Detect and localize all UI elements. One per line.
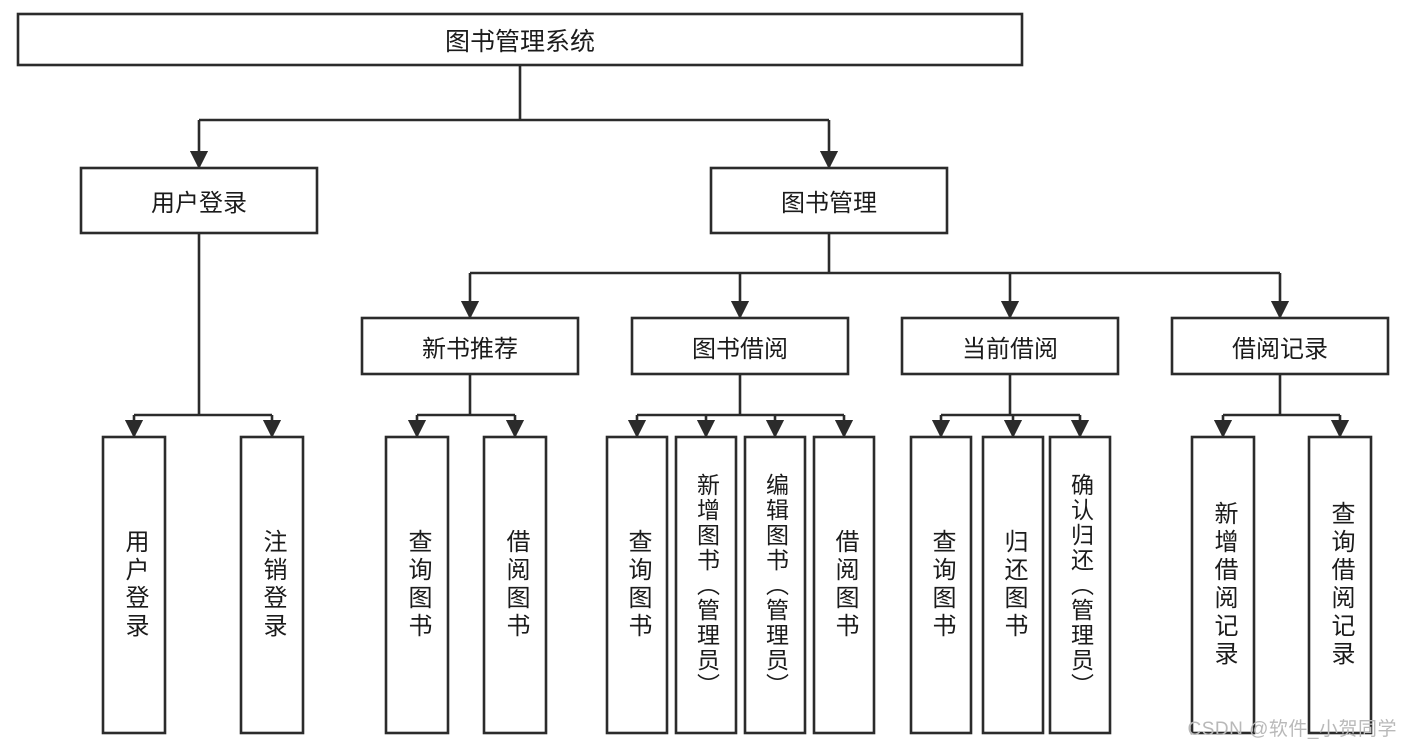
node-box-leaf-borrow-book-2[interactable]: [812, 435, 876, 735]
node-box-leaf-add-record[interactable]: [1190, 435, 1256, 735]
node-box-leaf-borrow-book-1[interactable]: [482, 435, 548, 735]
node-box-leaf-edit-book[interactable]: [743, 435, 807, 735]
node-box-leaf-query-book-2[interactable]: [605, 435, 669, 735]
node-box-book-borrow[interactable]: [630, 316, 850, 376]
node-box-leaf-confirm-return[interactable]: [1048, 435, 1112, 735]
node-box-borrow-record[interactable]: [1170, 316, 1390, 376]
node-box-leaf-add-book[interactable]: [674, 435, 738, 735]
node-box-leaf-query-record[interactable]: [1307, 435, 1373, 735]
node-box-leaf-return-book[interactable]: [981, 435, 1045, 735]
node-box-root[interactable]: [16, 12, 1024, 67]
node-box-new-book-recommend[interactable]: [360, 316, 580, 376]
node-box-leaf-user-logout[interactable]: [239, 435, 305, 735]
node-box-current-borrow[interactable]: [900, 316, 1120, 376]
node-box-user-login[interactable]: [79, 166, 319, 235]
node-boxes: [16, 12, 1390, 735]
watermark-text: CSDN @软件_小贺同学: [1187, 719, 1397, 740]
connector-lines: [124, 65, 1350, 439]
node-box-book-manage[interactable]: [709, 166, 949, 235]
node-box-leaf-query-book-1[interactable]: [384, 435, 450, 735]
node-box-leaf-user-login[interactable]: [101, 435, 167, 735]
node-box-leaf-query-book-3[interactable]: [909, 435, 973, 735]
